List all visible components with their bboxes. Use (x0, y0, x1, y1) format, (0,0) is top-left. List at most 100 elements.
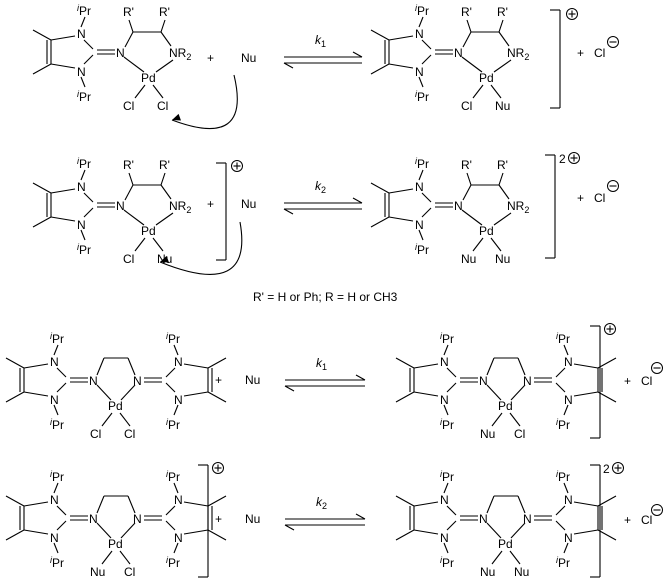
equilibrium-arrow-row4 (284, 513, 366, 531)
equilibrium-forward-head (355, 513, 366, 520)
ring-bond (56, 505, 67, 516)
ring-bond (50, 216, 76, 222)
equilibrium-arrow-row1 (283, 51, 363, 69)
charge-plus-row4 (212, 462, 224, 474)
ipr-bond (53, 404, 59, 416)
imine-nitrogen-label: N (133, 374, 142, 388)
ring-bond (573, 501, 599, 507)
nucleophile-label: Nu (241, 51, 256, 65)
ligand-label: Cl (514, 427, 525, 441)
methyl-bond (32, 29, 52, 41)
bridge-bond (127, 357, 136, 376)
isopropyl-label: iPr (77, 3, 91, 18)
pd-ligand-bond (101, 550, 113, 565)
nitrogen-label: N (50, 393, 59, 407)
r-prime-label: R' (497, 158, 508, 172)
chloride-charge-row2 (607, 180, 619, 192)
methyl-bond (395, 357, 415, 369)
methyl-bond (207, 495, 227, 507)
pd-ligand-bond (472, 237, 484, 252)
chloride-label: Cl (641, 374, 652, 388)
ligand-label: Cl (124, 565, 135, 579)
pd-n-bond (493, 59, 512, 73)
ligand-label: Cl (461, 99, 472, 113)
isopropyl-label: iPr (50, 331, 64, 346)
imine-nitrogen-label: N (479, 374, 488, 388)
pd-ligand-bond (472, 84, 484, 99)
bracket-row4-reactant (198, 464, 209, 578)
pd-n-bond (96, 522, 112, 539)
nitrogen-label: N (174, 393, 183, 407)
methyl-bond (207, 391, 227, 403)
methyl-bond (395, 529, 415, 541)
methyl-bond (207, 529, 227, 541)
chloride-charge-row3 (651, 362, 663, 374)
charge-plus-row1 (566, 8, 578, 20)
methyl-bond (370, 29, 390, 41)
methyl-bond (597, 357, 617, 369)
ring-bond (56, 367, 67, 378)
imine-nitrogen-label: N (116, 46, 125, 60)
imine-nitrogen-label: N (523, 512, 532, 526)
chloride-charge-row4 (651, 504, 663, 516)
substituent-bond (128, 19, 134, 33)
ring-bond (413, 391, 439, 397)
bracket-row2-reactant (216, 162, 227, 261)
methyl-bond (597, 495, 617, 507)
ipr-bond (80, 76, 86, 88)
ring-bond (183, 529, 209, 535)
imine-nitrogen-label: N (89, 512, 98, 526)
ring-bond (83, 207, 94, 218)
imine-nitrogen-label: N (133, 512, 142, 526)
nitrogen-label: N (440, 531, 449, 545)
bridge-bond (517, 495, 526, 514)
pd-n-bond (486, 384, 502, 401)
ligand-label: Cl (124, 427, 135, 441)
bracket-row3-product (590, 325, 601, 439)
ipr-bond (173, 482, 179, 494)
nucleophile-label: Nu (241, 197, 256, 211)
nitrogen-label: N (77, 27, 86, 41)
charge-circle (604, 323, 616, 335)
methyl-bond (32, 63, 52, 75)
pd-n-bond (120, 522, 136, 539)
ipr-bond (80, 229, 86, 241)
curved-arrow-path (171, 74, 238, 129)
plus-sign: + (577, 46, 584, 60)
nitrogen-label: N (50, 531, 59, 545)
imine-nitrogen-label: N (116, 199, 125, 213)
substituent-bond (160, 172, 166, 186)
methyl-bond (5, 357, 25, 369)
equilibrium-reverse-head (284, 524, 295, 531)
ring-bond (388, 63, 414, 69)
r-prime-label: R' (123, 158, 134, 172)
ring-bond (388, 216, 414, 222)
ring-bond (23, 391, 49, 397)
ring-bond (555, 382, 566, 393)
isopropyl-label: iPr (50, 555, 64, 570)
methyl-bond (597, 529, 617, 541)
nr2-label: NR2 (169, 46, 191, 62)
ring-bond (421, 39, 432, 50)
charge-number-label: 2 (559, 152, 566, 166)
ring-bond (573, 391, 599, 397)
plus-sign: + (207, 51, 214, 65)
ring-bond (165, 367, 176, 378)
nucleophile-label: Nu (245, 512, 260, 526)
rate-constant-k2-row4: k2 (316, 495, 327, 511)
equilibrium-forward-head (355, 374, 366, 381)
palladium-label: Pd (479, 71, 494, 85)
ligand-label: Cl (157, 99, 168, 113)
substituent-bond (498, 172, 504, 186)
ipr-bond (173, 404, 179, 416)
equilibrium-reverse-head (283, 62, 294, 69)
isopropyl-label: iPr (166, 555, 180, 570)
ring-bond (83, 39, 94, 50)
methyl-bond (395, 495, 415, 507)
bracket-row4-product (590, 464, 601, 578)
